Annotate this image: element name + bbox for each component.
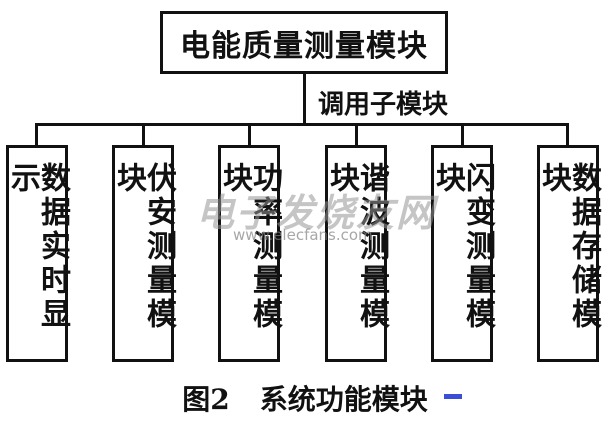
module-box-3: 功率测量模块	[217, 145, 282, 362]
figure-caption: 图2 系统功能模块	[0, 378, 610, 418]
branch-line-6	[566, 123, 569, 145]
module-box-4: 谐波测量模块	[324, 145, 389, 362]
module-label: 闪变测量模块	[430, 162, 495, 332]
module-label: 数据实时显示	[5, 162, 70, 332]
top-module-label: 电能质量测量模块	[180, 28, 428, 64]
branch-line-3	[248, 123, 251, 145]
branch-line-5	[461, 123, 464, 145]
module-box-5: 闪变测量模块	[430, 145, 495, 362]
watermark-url: www.elecfans.com	[233, 226, 373, 244]
module-box-2: 伏安测量模块	[111, 145, 176, 362]
figure-number: 图2	[182, 383, 230, 416]
module-box-1: 数据实时显示	[5, 145, 70, 362]
module-label: 谐波测量模块	[324, 162, 389, 332]
branch-line-2	[142, 123, 145, 145]
figure-title: 系统功能模块	[259, 383, 428, 416]
top-module-box: 电能质量测量模块	[160, 11, 448, 74]
connector-label: 调用子模块	[318, 90, 449, 120]
module-label: 功率测量模块	[217, 162, 282, 332]
horizontal-bus-line	[35, 123, 569, 126]
branch-line-1	[35, 123, 38, 145]
watermark-logo: 电子发烧友网	[196, 190, 437, 235]
branch-line-4	[355, 123, 358, 145]
trunk-line	[303, 74, 306, 125]
blue-mark	[444, 394, 462, 399]
module-box-6: 数据存储模块	[536, 145, 601, 362]
module-label: 数据存储模块	[536, 162, 601, 332]
module-label: 伏安测量模块	[111, 162, 176, 332]
